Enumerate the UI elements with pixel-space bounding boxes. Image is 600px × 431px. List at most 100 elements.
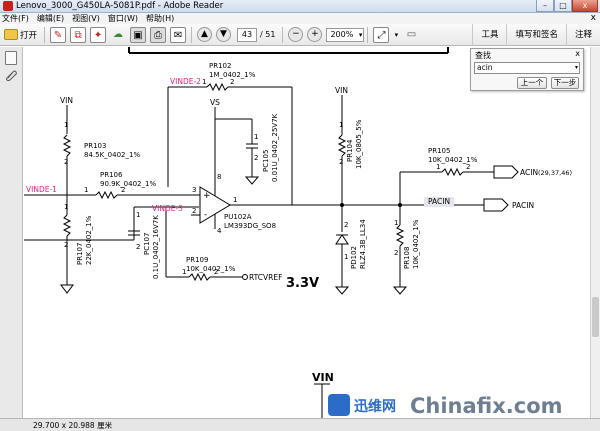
- pin-label: 1: [436, 163, 440, 171]
- menu-file[interactable]: 文件(F): [2, 14, 29, 23]
- val-pr104: 10K_0805_5%: [355, 119, 363, 169]
- tab-fill-sign[interactable]: 填写和签名: [506, 24, 566, 46]
- pin-label: 1: [233, 196, 237, 204]
- pin-label: 2: [466, 163, 470, 171]
- menu-window[interactable]: 窗口(W): [107, 14, 139, 23]
- share-icon[interactable]: ✦: [90, 26, 107, 43]
- pin-label: 1: [136, 211, 140, 219]
- page-thumbnails-icon[interactable]: [5, 51, 17, 65]
- net-label-acin: ACIN: [520, 168, 538, 177]
- net-label-rtcvref: RTCVREF: [249, 273, 282, 282]
- document-close-button[interactable]: x: [590, 13, 596, 23]
- combine-files-icon[interactable]: ⧉: [70, 26, 87, 43]
- tab-tools[interactable]: 工具: [472, 24, 506, 46]
- ref-pr105: PR105: [428, 147, 450, 155]
- net-label-vin: VIN: [60, 96, 73, 105]
- print-icon[interactable]: ⎙: [150, 26, 167, 43]
- tab-comment[interactable]: 注释: [565, 24, 600, 46]
- net-label-vin: VIN: [335, 86, 348, 95]
- pin-label: 2: [394, 249, 398, 257]
- acin-page-refs: (29,37,46): [538, 169, 572, 177]
- zoom-in-button[interactable]: +: [307, 27, 323, 42]
- pin-label: 1: [394, 219, 398, 227]
- window-title: Lenovo_3000_G450LA-5081P.pdf - Adobe Rea…: [16, 1, 224, 11]
- ref-pc107: PC107: [143, 233, 151, 255]
- upload-cloud-icon[interactable]: ☁: [113, 28, 124, 40]
- previous-page-button[interactable]: ▲: [197, 27, 213, 42]
- navigation-pane: [0, 47, 23, 418]
- chevron-down-icon[interactable]: ▾: [394, 30, 399, 39]
- val-pr109: 10K_0402_1%: [186, 265, 236, 273]
- find-previous-button[interactable]: 上一个: [517, 77, 547, 89]
- status-bar: 29.700 x 20.988 厘米: [0, 418, 600, 431]
- watermark: 迅维网 Chinafix.com: [328, 394, 563, 418]
- net-label-vs: VS: [210, 98, 220, 107]
- val-pc105: 0.01U_0402_25V7K: [271, 113, 279, 182]
- pin-label: 2: [214, 268, 218, 276]
- net-label-vinde2: VINDE-2: [170, 77, 201, 86]
- adobe-reader-icon: [3, 1, 13, 11]
- create-pdf-icon[interactable]: ✎: [50, 26, 67, 43]
- pin-label: 4: [217, 227, 222, 235]
- document-view[interactable]: 1 2 1 2 1 2 1 2 3 2 8 4 1 1 2 1 2 1 2 1 …: [24, 47, 590, 418]
- zoom-select[interactable]: 200% ▾: [326, 27, 365, 42]
- pin-label: 2: [136, 243, 140, 251]
- toolbar-separator: [367, 26, 369, 43]
- email-icon[interactable]: ✉: [170, 26, 187, 43]
- open-button[interactable]: 打开: [0, 26, 41, 44]
- net-label-vinde1: VINDE-1: [26, 185, 57, 194]
- pin-label: 1: [254, 133, 258, 141]
- ref-pr103: PR103: [84, 142, 106, 150]
- search-highlight: [424, 197, 454, 207]
- pin-label: 2: [192, 207, 196, 215]
- val-pr103: 84.5K_0402_1%: [84, 151, 140, 159]
- pin-label: 1: [84, 186, 88, 194]
- voltage-annotation: 3.3V: [286, 276, 319, 291]
- ref-pu102a: PU102A: [224, 213, 252, 221]
- close-button[interactable]: x: [572, 0, 598, 12]
- pin-label: 2: [230, 78, 234, 86]
- toolbar: 打开 ✎ ⧉ ✦ ☁ ▣ ⎙ ✉ ▲ ▼ 43 / 51 − + 200% ▾ …: [0, 24, 600, 46]
- menu-edit[interactable]: 编辑(E): [36, 14, 65, 23]
- pin-label: 2: [64, 158, 68, 166]
- pin-label: 1: [339, 121, 343, 129]
- pin-label: 1: [64, 121, 68, 129]
- val-pr107: 22K_0402_1%: [85, 215, 93, 265]
- menu-view[interactable]: 视图(V): [72, 14, 100, 23]
- page-number-input[interactable]: 43: [237, 27, 258, 42]
- find-input[interactable]: acin ▾: [474, 62, 580, 74]
- find-next-button[interactable]: 下一步: [551, 77, 579, 89]
- toolbar-separator: [282, 26, 284, 43]
- watermark-logo-icon: [328, 394, 350, 416]
- ref-pr107: PR107: [76, 243, 84, 265]
- open-label: 打开: [20, 30, 38, 41]
- attachment-icon[interactable]: [5, 69, 17, 81]
- fit-page-icon[interactable]: ⤢: [373, 26, 390, 43]
- schematic-drawing: 1 2 1 2 1 2 1 2 3 2 8 4 1 1 2 1 2 1 2 1 …: [24, 47, 572, 418]
- scrollbar-thumb[interactable]: [592, 297, 599, 337]
- save-icon[interactable]: ▣: [130, 26, 147, 43]
- vertical-scrollbar[interactable]: [590, 47, 600, 418]
- val-pc107: 0.1U_0402_16V7K: [152, 215, 160, 279]
- page-dimensions: 29.700 x 20.988 厘米: [33, 421, 113, 430]
- pin-label: 1: [64, 203, 68, 211]
- menu-bar: 文件(F) 编辑(E) 视图(V) 窗口(W) 帮助(H) x: [0, 13, 600, 24]
- ref-pr102: PR102: [209, 62, 231, 70]
- maximize-button[interactable]: □: [554, 0, 572, 12]
- close-find-button[interactable]: x: [575, 49, 580, 58]
- minimize-button[interactable]: –: [536, 0, 554, 12]
- net-tag-pacin: PACIN: [428, 197, 450, 206]
- pin-label: 1: [344, 253, 348, 261]
- ref-pc105: PC105: [262, 150, 270, 172]
- pin-label: 8: [217, 173, 221, 181]
- op-amp-minus: -: [204, 210, 207, 220]
- net-label-pacin: PACIN: [512, 201, 534, 210]
- comment-icon[interactable]: ▭: [406, 28, 417, 40]
- find-panel: 查找 x acin ▾ 上一个 下一步: [470, 48, 584, 91]
- op-amp-plus: +: [203, 191, 211, 201]
- menu-help[interactable]: 帮助(H): [146, 14, 175, 23]
- next-page-button[interactable]: ▼: [216, 27, 232, 42]
- zoom-out-button[interactable]: −: [288, 27, 304, 42]
- toolbar-separator: [191, 26, 193, 43]
- ref-pd102: PD102: [350, 246, 358, 269]
